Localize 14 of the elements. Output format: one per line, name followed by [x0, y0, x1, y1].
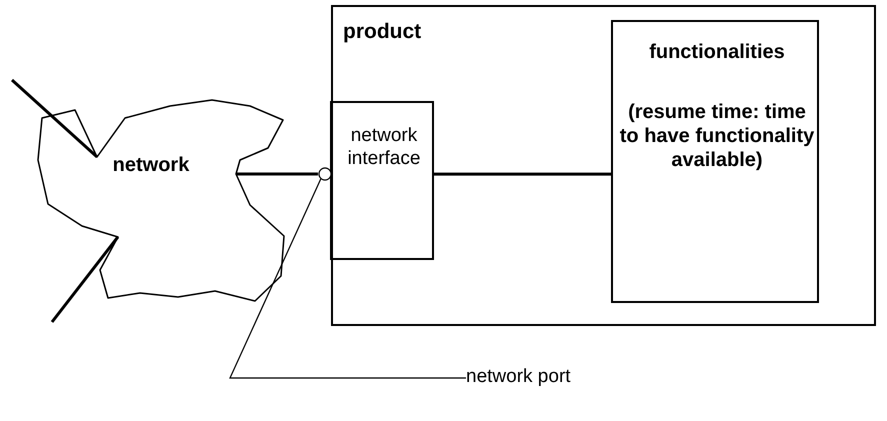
box-title: network interface: [346, 125, 422, 171]
functionality-box: [611, 20, 819, 303]
box-title: product: [343, 19, 422, 44]
interface-box: [330, 101, 434, 260]
box-text: (resume time: time to have functionality available): [618, 100, 816, 172]
box-title: functionalities: [648, 40, 786, 64]
connection-line: [50, 236, 120, 323]
cloud-label: network: [112, 153, 190, 177]
leader-line: [229, 178, 466, 379]
connection-line: [434, 172, 611, 176]
connection-line: [11, 78, 98, 158]
port-circle: [318, 167, 332, 181]
port-label: network port: [466, 366, 572, 389]
product-box: [331, 5, 876, 326]
